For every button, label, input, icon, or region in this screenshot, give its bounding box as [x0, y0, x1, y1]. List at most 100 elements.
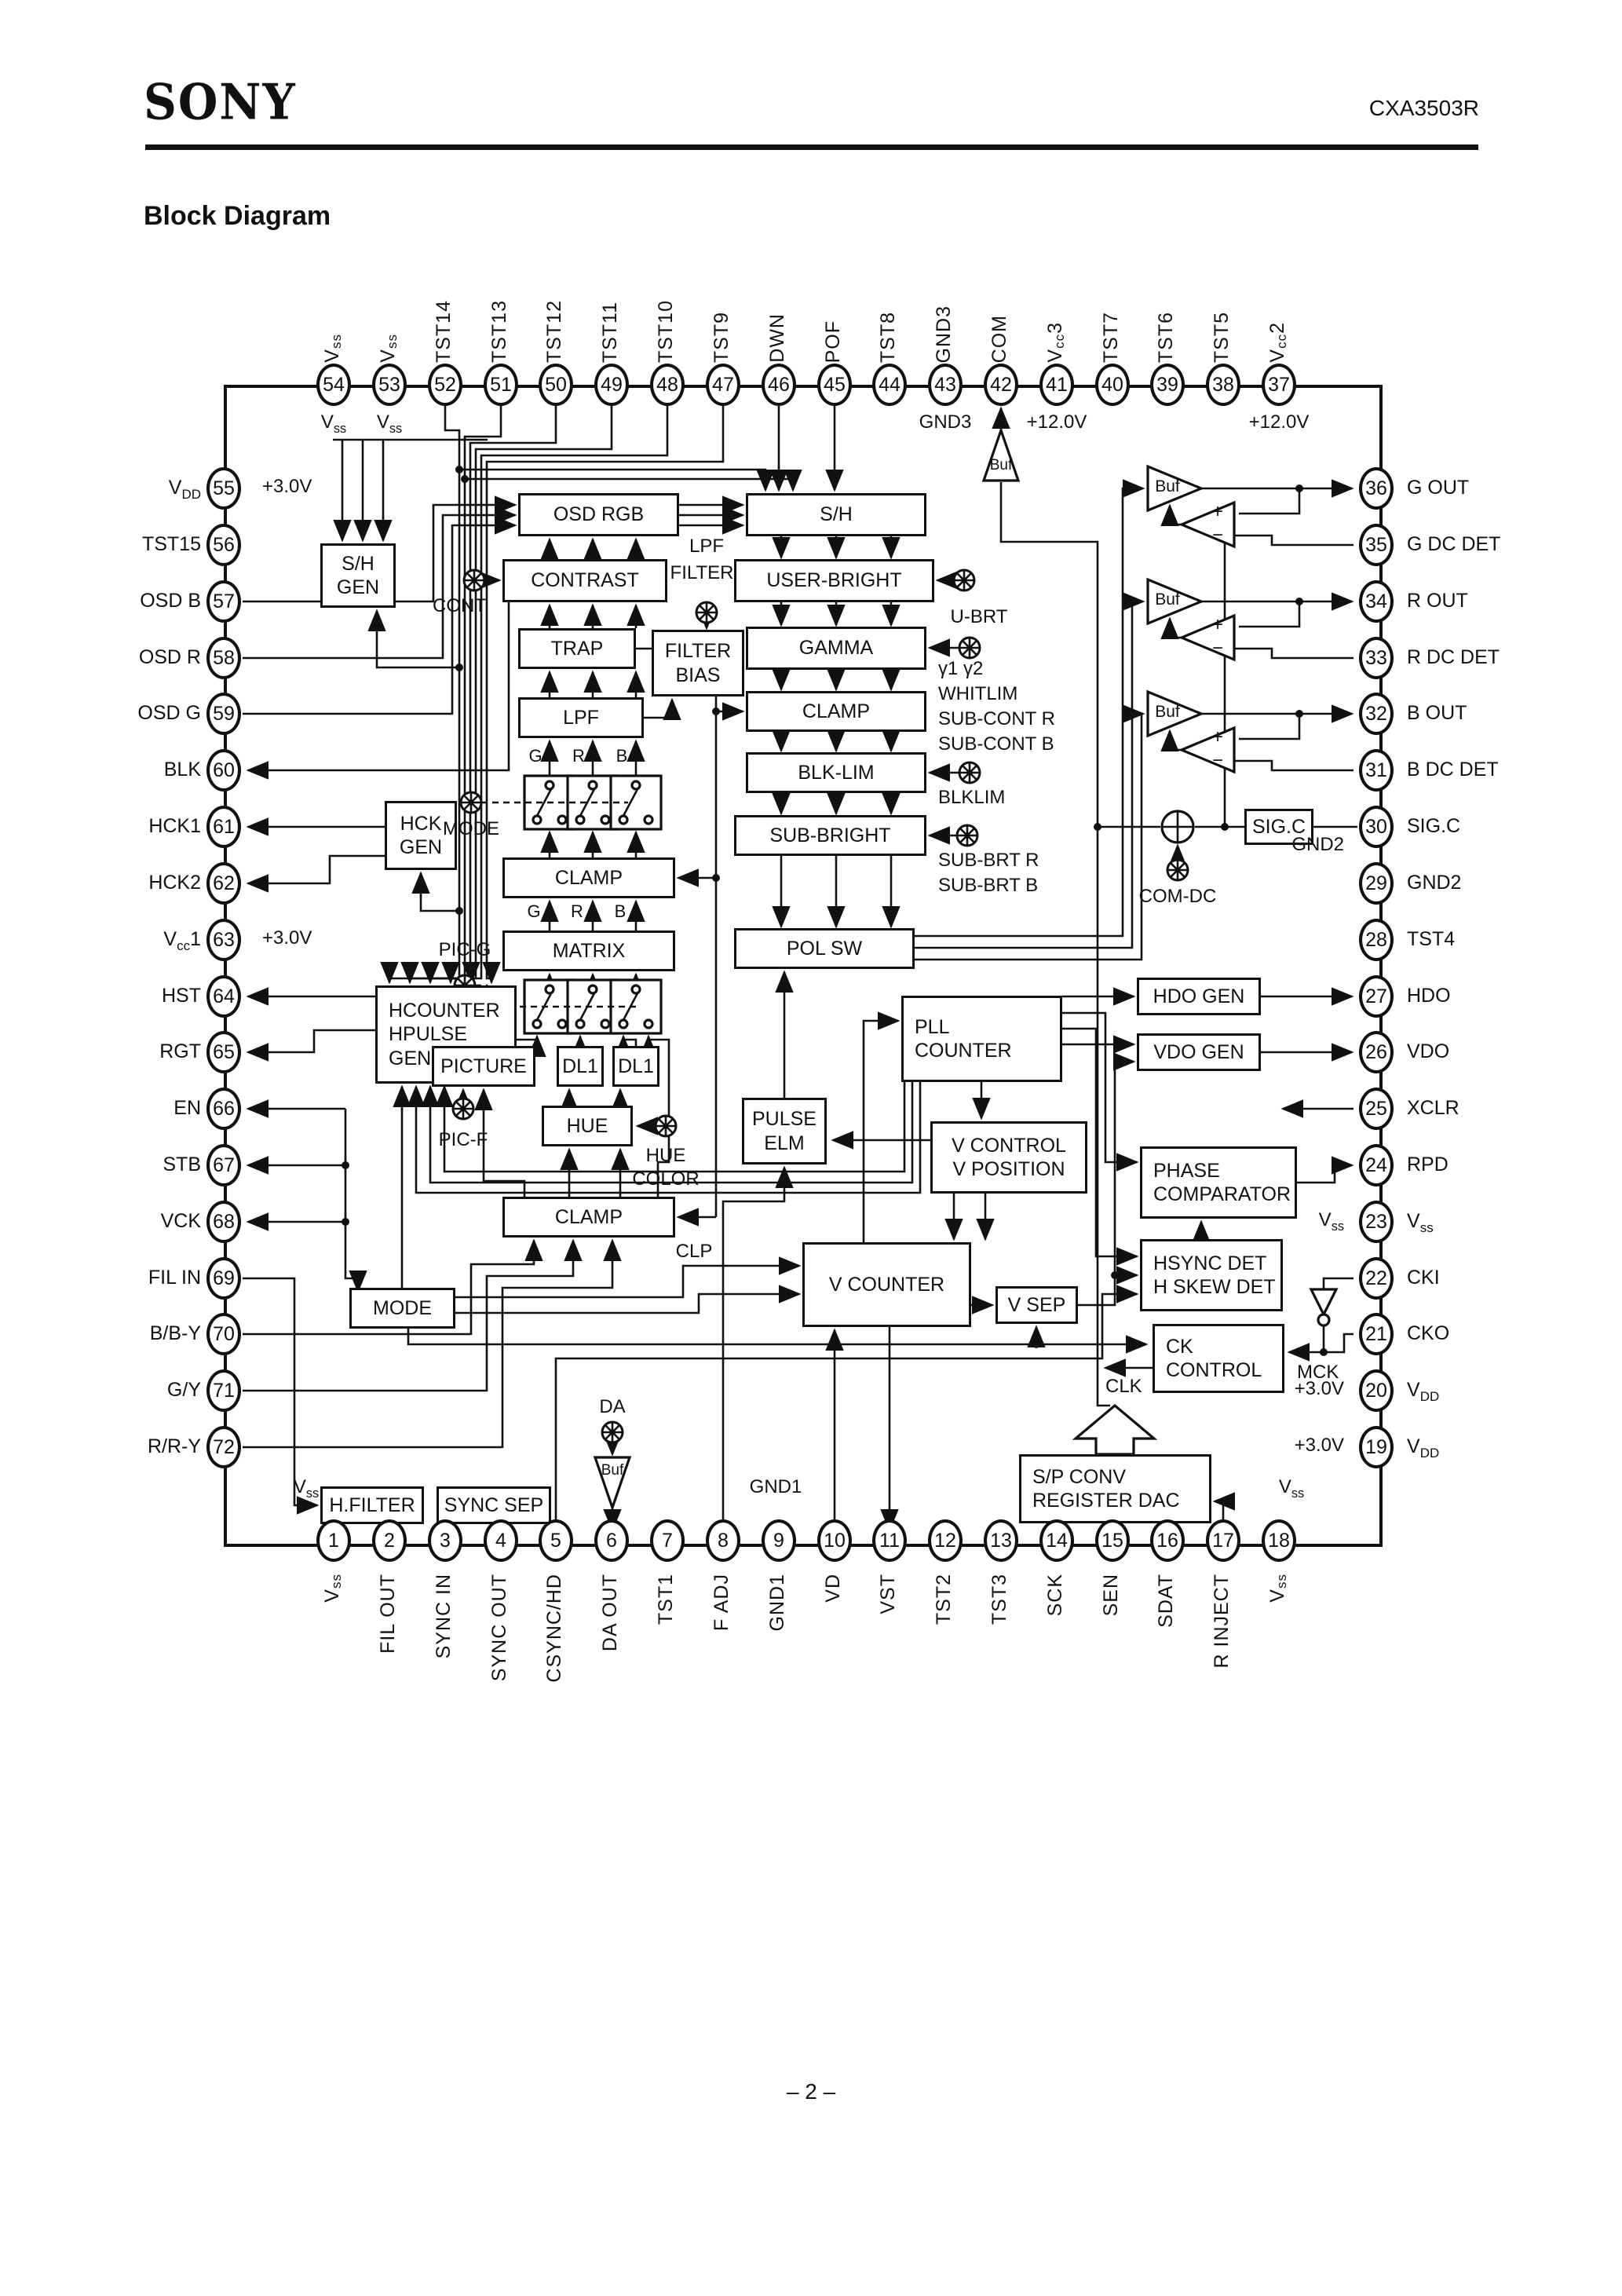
pin-52: 52 [428, 364, 462, 406]
block-sp-conv: S/P CONV REGISTER DAC [1019, 1454, 1211, 1523]
pin-17-label: R INJECT [1211, 1574, 1233, 1669]
pin-26: 26 [1359, 1031, 1394, 1073]
pin-5-label: CSYNC/HD [543, 1574, 565, 1683]
pin-72: 72 [206, 1426, 241, 1468]
pin-55: 55 [206, 467, 241, 510]
pin-48-label: TST10 [655, 299, 677, 363]
symbols [451, 426, 1339, 1512]
pin-1: 1 [316, 1519, 351, 1562]
pin-7-label: TST1 [655, 1574, 677, 1625]
pin-31-label: B DC DET [1407, 759, 1499, 781]
pin-39: 39 [1150, 364, 1185, 406]
pin-45: 45 [817, 364, 852, 406]
pin-32-label: B OUT [1407, 702, 1467, 724]
pin-29-label: GND2 [1407, 872, 1462, 894]
pin-20: 20 [1359, 1369, 1394, 1412]
comparator-triangle-icon [1178, 500, 1236, 549]
ann-cont: CONT [433, 595, 486, 616]
pin-25: 25 [1359, 1088, 1394, 1130]
block-filter-bias: FILTER BIAS [652, 630, 744, 696]
page-title: Block Diagram [144, 201, 331, 231]
dac-icon [459, 791, 483, 814]
pin-43: 43 [928, 364, 963, 406]
ann-vss-b1: Vss [293, 1476, 320, 1501]
pin-11: 11 [872, 1519, 907, 1562]
dac-icon [958, 761, 981, 784]
pin-70: 70 [206, 1313, 241, 1355]
pin-18-label: Vss [1266, 1574, 1289, 1603]
ann-sw1-g: G [528, 746, 542, 766]
pin-52-label: TST14 [433, 299, 455, 363]
pin-9: 9 [762, 1519, 796, 1562]
pin-71-label: G/Y [166, 1379, 201, 1401]
pin-21: 21 [1359, 1313, 1394, 1355]
pin-64-label: HST [162, 985, 201, 1007]
pin-2-label: FIL OUT [377, 1574, 399, 1654]
pin-44: 44 [872, 364, 907, 406]
pin-61: 61 [206, 806, 241, 848]
block-dl1a: DL1 [557, 1046, 604, 1087]
pin-3-label: SYNC IN [433, 1574, 455, 1659]
pin-11-label: VST [877, 1574, 899, 1614]
pin-62-label: HCK2 [148, 872, 201, 894]
pin-54: 54 [316, 364, 351, 406]
pin-60-label: BLK [163, 759, 201, 781]
pin-32: 32 [1359, 693, 1394, 735]
dac-icon [451, 1097, 475, 1121]
pin-58-label: OSD R [138, 646, 201, 668]
pin-27: 27 [1359, 975, 1394, 1018]
pin-47-label: TST9 [711, 311, 732, 363]
ann-minus-b: − [1211, 750, 1224, 771]
wires [243, 405, 1357, 1548]
pin-8: 8 [706, 1519, 740, 1562]
ann-lpf-line1: LPF [689, 536, 725, 557]
ann-vss-23: Vss [1318, 1209, 1344, 1234]
pin-67: 67 [206, 1144, 241, 1186]
ann-sw1-r: R [572, 746, 585, 766]
ann-buf-com: Buf [989, 457, 1013, 473]
pin-66-label: EN [174, 1097, 201, 1119]
ann-p3-20: +3.0V [1294, 1378, 1344, 1399]
pin-9-label: GND1 [766, 1574, 788, 1632]
pin-15: 15 [1095, 1519, 1130, 1562]
pin-71: 71 [206, 1369, 241, 1412]
pin-22: 22 [1359, 1257, 1394, 1300]
buffer-triangle-icon [1146, 464, 1205, 513]
block-pol-sw: POL SW [734, 928, 915, 969]
pin-63: 63 [206, 919, 241, 961]
ann-plus-r: + [1211, 614, 1224, 635]
ann-gnd3-in: GND3 [919, 411, 972, 433]
block-sub-bright: SUB-BRIGHT [734, 815, 926, 856]
pin-25-label: XCLR [1407, 1097, 1459, 1119]
pin-57-label: OSD B [140, 590, 201, 612]
block-osd-rgb: OSD RGB [518, 493, 679, 536]
com-buffer-icon [981, 426, 1021, 482]
ann-sub-cont-r: SUB-CONT R [938, 708, 1055, 729]
pin-6: 6 [594, 1519, 629, 1562]
pin-55-label: VDD [168, 477, 201, 502]
block-lpf: LPF [518, 697, 644, 738]
pin-68: 68 [206, 1201, 241, 1243]
ann-gnd2-in: GND2 [1291, 834, 1344, 855]
part-number: CXA3503R [1368, 96, 1479, 120]
ann-pic-g: PIC-G [438, 939, 491, 960]
ann-p3-19: +3.0V [1294, 1435, 1344, 1456]
block-dl1b: DL1 [612, 1046, 659, 1087]
pin-2: 2 [372, 1519, 407, 1562]
pin-35-label: G DC DET [1407, 533, 1501, 555]
pin-61-label: HCK1 [148, 815, 201, 837]
pin-40: 40 [1095, 364, 1130, 406]
pin-37-label: Vcc2 [1266, 322, 1289, 363]
dac-icon [695, 601, 718, 624]
ann-p12-41: +12.0V [1026, 411, 1087, 433]
pin-23-label: Vss [1407, 1210, 1434, 1235]
ann-buf-da: Buf [601, 1462, 624, 1479]
sony-logo: SONY [144, 73, 297, 131]
block-hcounter: HCOUNTER HPULSE GEN [375, 985, 517, 1084]
pin-49: 49 [594, 364, 629, 406]
pin-42-label: COM [988, 314, 1010, 363]
pin-51: 51 [484, 364, 518, 406]
bus-arrow-icon [1072, 1403, 1158, 1456]
pin-48: 48 [650, 364, 685, 406]
pin-16: 16 [1150, 1519, 1185, 1562]
